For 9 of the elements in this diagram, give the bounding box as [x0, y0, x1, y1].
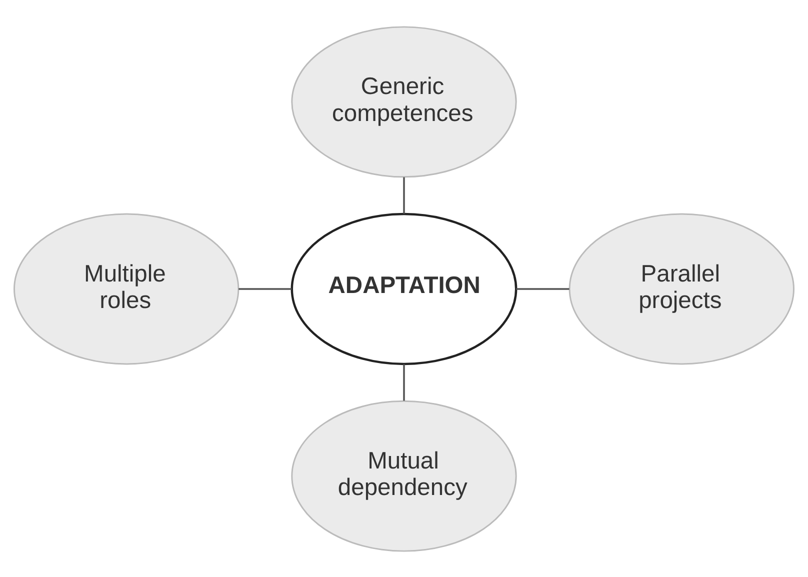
- connector: [238, 288, 292, 290]
- node-ellipse: ADAPTATION: [290, 212, 518, 365]
- node-ellipse: Generic competences: [291, 26, 517, 178]
- connector: [516, 288, 570, 290]
- node-ellipse: Multiple roles: [14, 212, 240, 364]
- connector: [403, 176, 405, 214]
- node-ellipse: Mutual dependency: [291, 400, 517, 552]
- node-ellipse: Parallel projects: [568, 212, 794, 364]
- connector: [403, 364, 405, 400]
